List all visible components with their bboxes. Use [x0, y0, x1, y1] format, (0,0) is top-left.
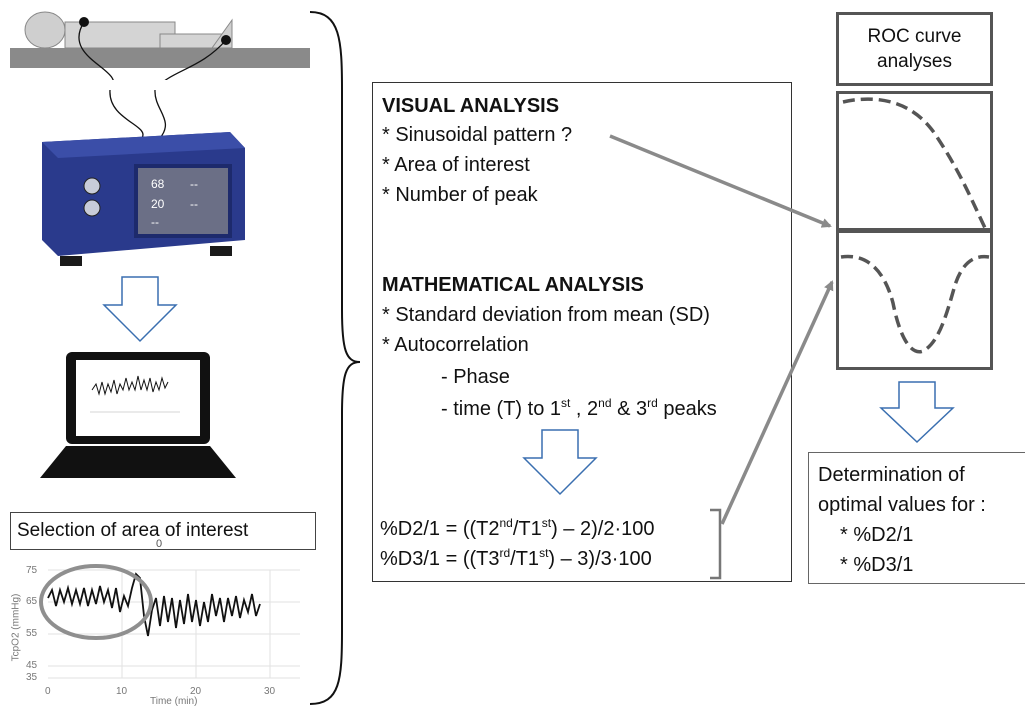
tcpo2-chart	[39, 564, 300, 679]
laptop-icon	[40, 352, 236, 478]
determination-line1: Determination of	[818, 464, 965, 486]
determination-item1: * %D2/1	[840, 524, 914, 546]
visual-analysis-heading: VISUAL ANALYSIS	[382, 95, 560, 117]
connector-port-2	[83, 199, 101, 217]
determination-line2: optimal values for :	[818, 494, 986, 516]
arrow-to-roc-1	[609, 134, 832, 228]
xtick-10: 10	[116, 686, 128, 697]
xtick-20: 20	[190, 686, 202, 697]
tcpo2-signal	[47, 572, 261, 637]
roc-curve-1	[842, 97, 987, 229]
visual-item-1: * Sinusoidal pattern ?	[382, 124, 573, 146]
tcpo2-monitor	[42, 89, 245, 266]
area-of-interest-circle	[39, 564, 153, 640]
math-item-1: * Standard deviation from mean (SD)	[382, 304, 710, 326]
monitor-dash-2: --	[190, 197, 198, 211]
patient-illustration	[10, 11, 310, 80]
monitor-readout-2: 20	[151, 197, 165, 211]
visual-item-2: * Area of interest	[382, 154, 530, 176]
arrow-to-roc-2	[720, 280, 834, 525]
curly-brace	[309, 11, 360, 705]
down-arrow-icon-right	[879, 381, 955, 444]
ytick-45: 45	[26, 660, 38, 671]
ytick-75: 75	[26, 565, 38, 576]
math-sub-phase: - Phase	[441, 366, 510, 388]
formula-bracket	[710, 508, 722, 580]
determination-box	[808, 452, 1025, 584]
down-arrow-icon-center	[522, 429, 598, 496]
xtick-30: 30	[264, 686, 276, 697]
formula-d2-1: %D2/1 = ((T2nd/T1st) – 2)/2·100	[380, 516, 655, 540]
chart-xlabel: Time (min)	[150, 696, 198, 707]
math-item-2: * Autocorrelation	[382, 334, 529, 356]
ytick-35: 35	[26, 672, 38, 683]
connector-port-1	[83, 177, 101, 195]
visual-item-3: * Number of peak	[382, 184, 538, 206]
monitor-readout-1: 68	[151, 177, 165, 191]
determination-item2: * %D3/1	[840, 554, 914, 576]
ytick-65: 65	[26, 596, 38, 607]
math-sub-time: - time (T) to 1st , 2nd & 3rd peaks	[441, 396, 717, 420]
roc-plot-2	[836, 230, 993, 370]
xtick-0: 0	[45, 686, 51, 697]
roc-title-line2: analyses	[877, 51, 952, 72]
monitor-readout-3: --	[151, 215, 159, 229]
roc-title-box: ROC curve analyses	[836, 12, 993, 86]
selection-label: Selection of area of interest	[10, 512, 316, 550]
roc-curve-2	[840, 254, 990, 354]
ytick-55: 55	[26, 628, 38, 639]
analysis-panel	[372, 82, 792, 582]
monitor-dash-1: --	[190, 177, 198, 191]
roc-plot-1	[836, 91, 993, 231]
formula-d3-1: %D3/1 = ((T3rd/T1st) – 3)/3·100	[380, 546, 652, 570]
math-analysis-heading: MATHEMATICAL ANALYSIS	[382, 274, 644, 296]
chart-top-label: 0	[156, 538, 163, 550]
roc-title-line1: ROC curve	[867, 26, 962, 47]
down-arrow-icon-left	[102, 276, 178, 343]
